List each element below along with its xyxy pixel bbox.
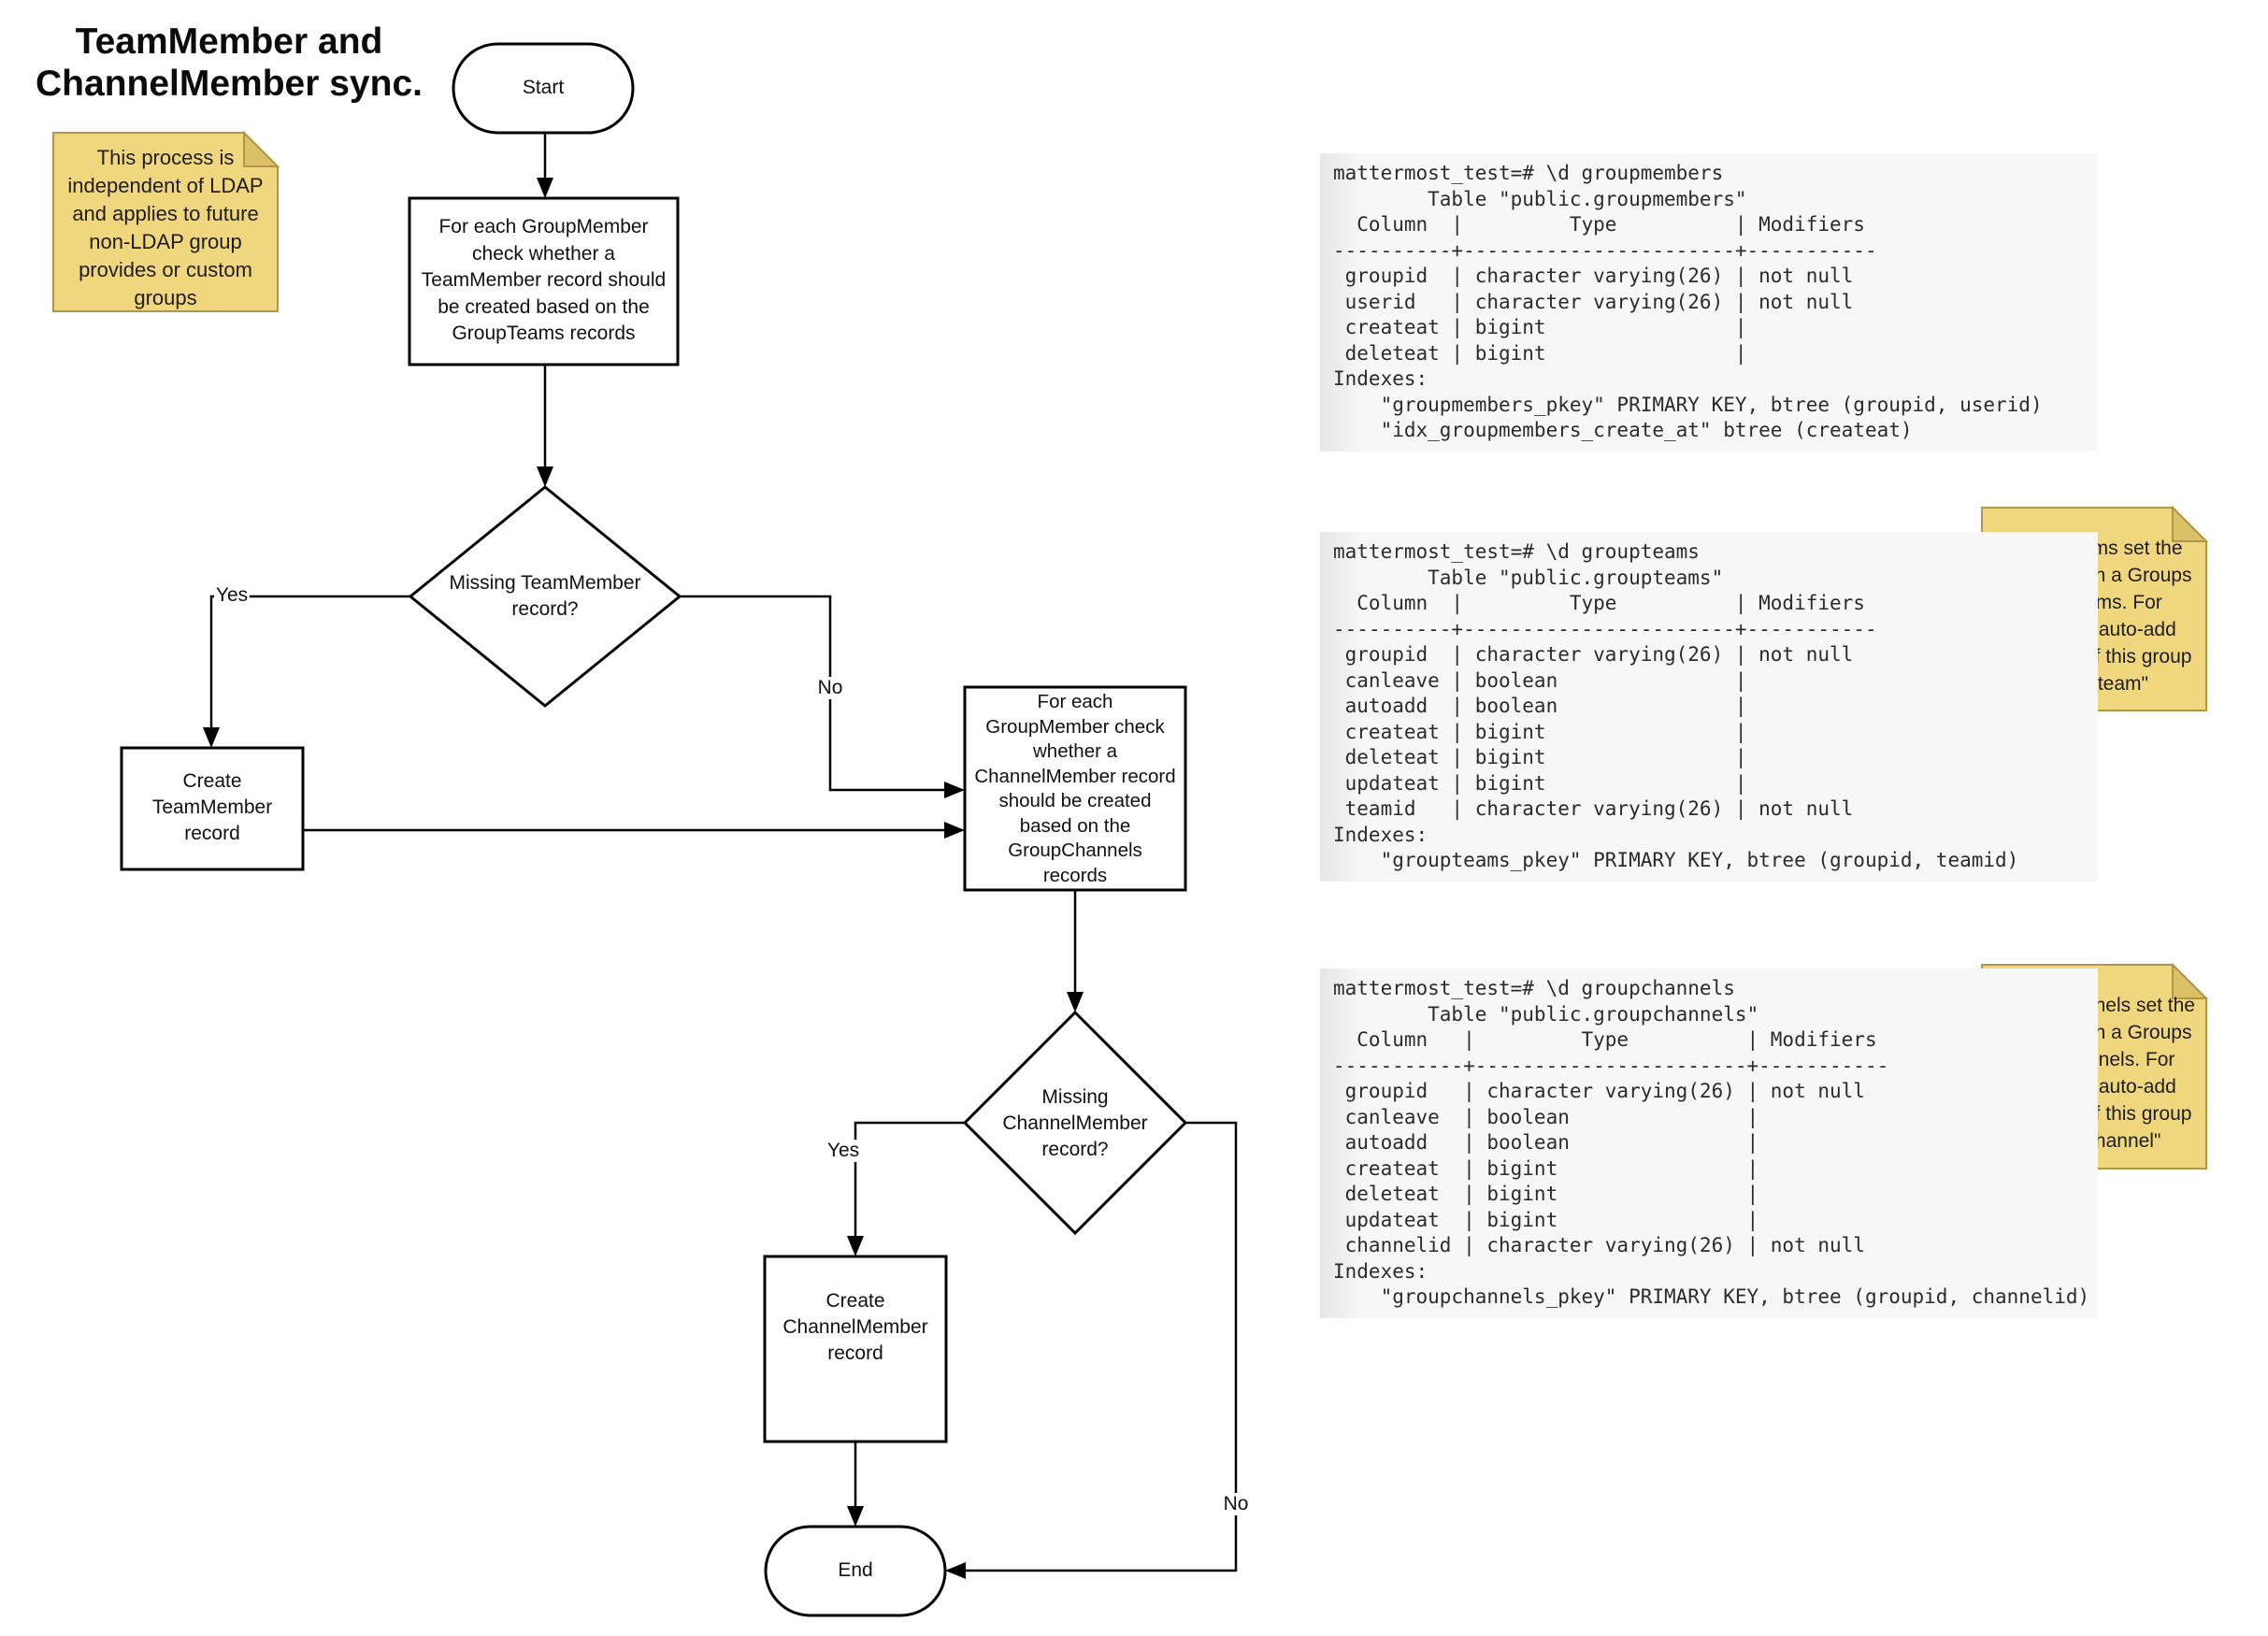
process-check-channelmember-shape: [963, 685, 1187, 892]
decision-missing-teammember-label: Missing TeamMember record?: [449, 572, 641, 620]
arrowhead-icon: [847, 1506, 864, 1527]
edge-label-yes-channelmember: Yes: [825, 1140, 862, 1162]
arrowhead-icon: [537, 178, 553, 198]
terminator-start-shape: [452, 42, 635, 135]
edge-yes-to-create-channelmember: [854, 1121, 965, 1236]
arrowhead-icon: [203, 727, 220, 748]
code-block-groupchannels: mattermost_test=# \d groupchannels Table…: [1320, 969, 2098, 1318]
note-fold-icon: [2172, 962, 2209, 999]
arrowhead-icon: [847, 1236, 864, 1256]
connectors: [209, 133, 1238, 1572]
edge-label-no-channelmember: No: [1221, 1493, 1251, 1515]
process-create-channelmember-label: Create ChannelMember record: [782, 1290, 928, 1364]
decision-missing-channelmember-shape: [962, 1010, 1188, 1236]
edge-yes-to-create-teammember: [209, 595, 410, 727]
process-check-teammember-label: For each GroupMember check whether a Tea…: [421, 216, 667, 344]
process-create-teammember-label: Create TeamMember record: [151, 770, 273, 844]
process-create-teammember-shape: [120, 746, 305, 871]
arrowhead-icon: [944, 822, 965, 839]
edge-no-to-end: [966, 1121, 1238, 1572]
terminator-start-label: Start: [522, 77, 565, 98]
arrowhead-icon: [537, 466, 553, 487]
edge-label-no-teammember: No: [815, 677, 845, 699]
note-fold-icon: [2172, 505, 2209, 542]
arrowhead-icon: [945, 1562, 966, 1579]
process-create-channelmember-shape: [763, 1255, 948, 1443]
decision-missing-teammember-shape: [408, 485, 682, 708]
arrowhead-icon: [944, 782, 965, 798]
sticky-note-shape-process: [52, 130, 280, 312]
terminator-end-shape: [764, 1525, 947, 1617]
note-fold-icon: [243, 130, 280, 167]
edge-no-to-check-channelmember: [680, 595, 944, 792]
sticky-note-process: This process is independent of LDAP and …: [67, 146, 264, 309]
decision-missing-channelmember-label: Missing ChannelMember record?: [1002, 1086, 1148, 1160]
process-check-teammember-shape: [408, 196, 680, 366]
process-check-channelmember-label: For each GroupMember check whether a Cha…: [974, 691, 1176, 886]
arrowhead-icon: [1067, 992, 1084, 1012]
terminator-end-label: End: [838, 1559, 873, 1581]
code-block-groupteams: mattermost_test=# \d groupteams Table "p…: [1320, 532, 2098, 882]
code-block-groupmembers: mattermost_test=# \d groupmembers Table …: [1320, 153, 2098, 452]
edge-label-yes-teammember: Yes: [213, 584, 251, 607]
arrowheads: [203, 178, 1084, 1579]
diagram-title: TeamMember and ChannelMember sync.: [36, 22, 423, 104]
